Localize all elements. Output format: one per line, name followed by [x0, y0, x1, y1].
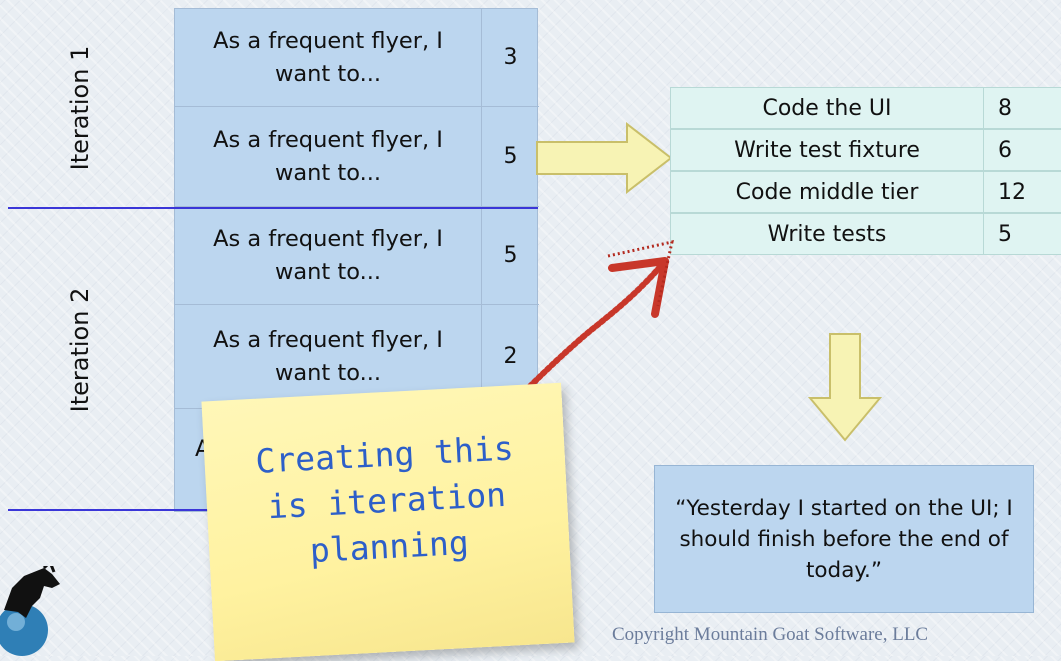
- iteration-2-label: Iteration 2: [66, 287, 94, 413]
- iteration-1-label: Iteration 1: [66, 45, 94, 171]
- story-text: As a frequent flyer, I want to...: [213, 27, 443, 87]
- task-row: Code middle tier 12: [670, 171, 1061, 213]
- task-name: Code middle tier: [670, 171, 984, 213]
- sticky-note-text: Creating this is iteration planning: [254, 428, 515, 571]
- task-hours: 6: [984, 129, 1061, 171]
- story-text: As a frequent flyer, I want to...: [213, 126, 443, 186]
- story-points: 3: [481, 9, 539, 107]
- story-card: As a frequent flyer, I want to...: [175, 207, 481, 305]
- copyright-text: Copyright Mountain Goat Software, LLC: [612, 624, 929, 645]
- story-card: As a frequent flyer, I want to...: [175, 9, 481, 107]
- task-hours: 5: [984, 213, 1061, 255]
- story-text: As a frequent flyer, I want to...: [213, 326, 443, 386]
- sticky-note: Creating this is iteration planning: [201, 382, 575, 661]
- standup-quote: “Yesterday I started on the UI; I should…: [654, 465, 1034, 613]
- task-row: Write tests 5: [670, 213, 1061, 255]
- task-row: Code the UI 8: [670, 87, 1061, 129]
- task-hours: 8: [984, 87, 1061, 129]
- task-hours: 12: [984, 171, 1061, 213]
- mountain-goat-logo: [0, 566, 60, 656]
- task-name: Code the UI: [670, 87, 984, 129]
- story-points: 5: [481, 207, 539, 305]
- iteration-divider: [8, 207, 538, 209]
- story-points: 5: [481, 107, 539, 207]
- story-card: As a frequent flyer, I want to...: [175, 107, 481, 207]
- task-name: Write tests: [670, 213, 984, 255]
- iteration-divider: [8, 509, 220, 511]
- task-row: Write test fixture 6: [670, 129, 1061, 171]
- quote-text: “Yesterday I started on the UI; I should…: [675, 495, 1013, 583]
- task-name: Write test fixture: [670, 129, 984, 171]
- story-text: As a frequent flyer, I want to...: [213, 225, 443, 285]
- arrow-right-icon: [536, 122, 673, 194]
- arrow-down-icon: [808, 333, 882, 442]
